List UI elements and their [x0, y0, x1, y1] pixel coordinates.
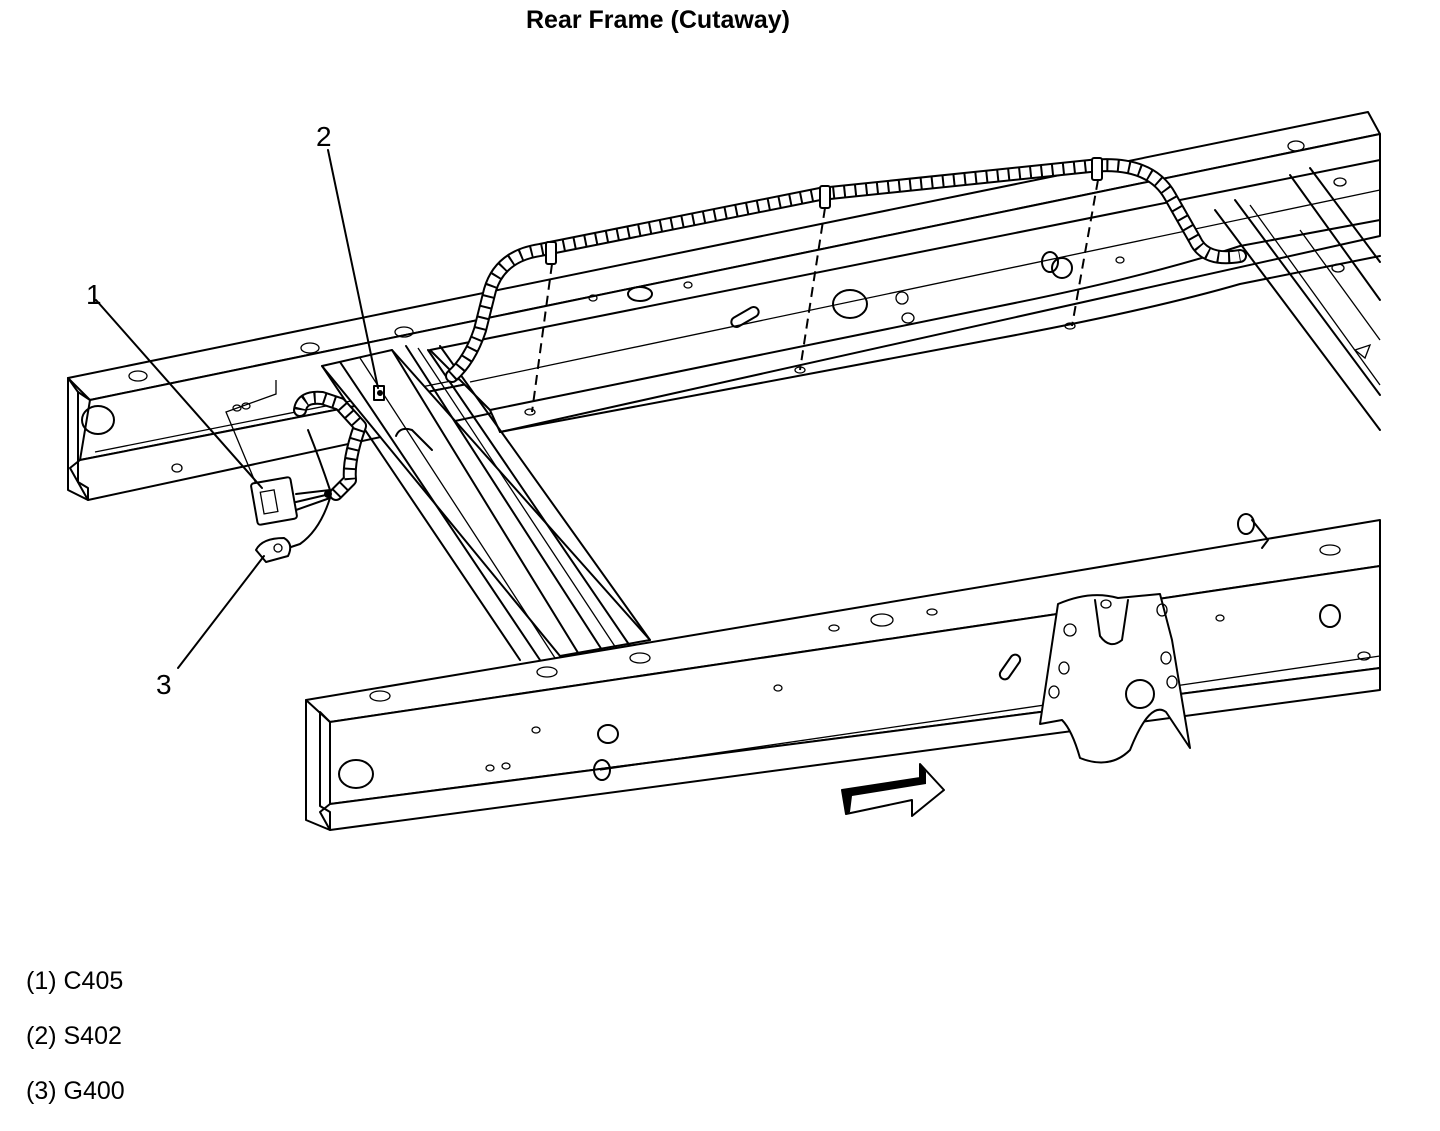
- rear-crossmember-right: [1214, 167, 1381, 431]
- inner-frame-rail: [429, 159, 1381, 433]
- diagonal-crossmember: [321, 345, 651, 661]
- legend-item-s402: (2) S402: [26, 1022, 122, 1050]
- forward-direction-arrow: [841, 763, 945, 817]
- callout-2: 2: [316, 121, 332, 152]
- lower-frame-rail: [305, 513, 1381, 831]
- diagram-title: Rear Frame (Cutaway): [526, 6, 790, 34]
- legend: (1) C405 (2) S402 (3) G400: [26, 966, 125, 1131]
- connector-c405: [250, 476, 332, 526]
- rear-frame-illustration: 1 2 3: [67, 111, 1381, 831]
- legend-item-g400: (3) G400: [26, 1077, 125, 1105]
- wiring-harness: [225, 157, 1247, 501]
- spring-hanger-bracket: [1039, 593, 1191, 764]
- callout-3: 3: [156, 669, 172, 700]
- callout-leaders: [95, 149, 379, 669]
- legend-item-c405: (1) C405: [26, 967, 124, 995]
- callout-1: 1: [86, 279, 102, 310]
